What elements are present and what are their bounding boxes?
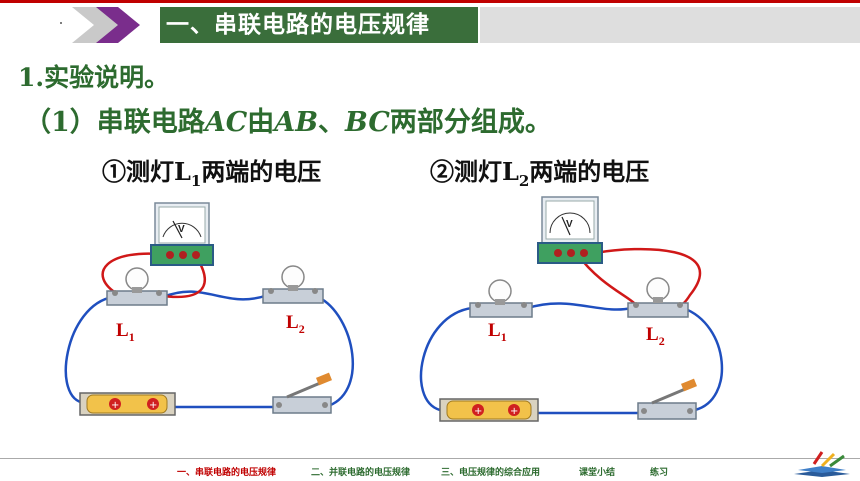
caption-l2-prefix: ②测灯L (430, 157, 519, 186)
label-left-l1: L1 (116, 320, 135, 344)
svg-text:+: + (474, 406, 482, 417)
nav-item-series-voltage[interactable]: 一、串联电路的电压规律 (177, 468, 277, 478)
caption-l1-prefix: ①测灯L (102, 157, 191, 186)
subsection-heading: 1.实验说明。 (18, 63, 170, 92)
circuit-diagram-l2: V + + (419, 196, 724, 422)
svg-text:+: + (111, 400, 119, 411)
nav-item-summary[interactable]: 课堂小结 (579, 468, 616, 478)
bottom-navigation: 一、串联电路的电压规律 二、并联电路的电压规律 三、电压规律的综合应用 课堂小结… (0, 465, 860, 479)
caption-measure-l1: ①测灯L1两端的电压 (102, 152, 321, 190)
svg-text:+: + (510, 406, 518, 417)
battery-icon: + + (439, 398, 539, 422)
desc-prefix: （1）串联电路 (24, 107, 205, 138)
svg-text:+: + (149, 400, 157, 411)
header-dot (60, 22, 62, 24)
lamp-l2-icon (262, 265, 324, 304)
caption-l1-suffix: 两端的电压 (201, 157, 322, 186)
label-right-l2: L2 (646, 324, 665, 348)
book-logo-icon (794, 451, 850, 477)
top-accent-line (0, 0, 860, 3)
voltmeter-icon: V (150, 202, 214, 266)
voltmeter-icon: V (537, 196, 603, 264)
desc-ab: AB (274, 107, 319, 138)
battery-icon: + + (79, 392, 176, 416)
caption-measure-l2: ②测灯L2两端的电压 (430, 152, 649, 190)
nav-item-parallel-voltage[interactable]: 二、并联电路的电压规律 (311, 468, 411, 478)
chevron-arrow-icon (72, 7, 140, 43)
circuit-diagram-l1: V + + (64, 202, 355, 416)
lamp-l1-icon (469, 279, 533, 318)
switch-icon (637, 378, 697, 420)
title-bar-extension (480, 7, 860, 43)
experiment-description: （1）串联电路AC由AB、BC两部分组成。 (24, 100, 552, 139)
desc-mid: 由 (247, 107, 275, 138)
nav-item-practice[interactable]: 练习 (650, 468, 669, 478)
desc-sep: 、 (318, 107, 346, 138)
label-right-l1: L1 (488, 320, 507, 344)
footer-divider (0, 458, 860, 459)
svg-text:V: V (566, 219, 573, 230)
svg-text:V: V (178, 224, 185, 235)
label-left-l2: L2 (286, 312, 305, 336)
desc-suffix: 两部分组成。 (389, 107, 552, 138)
caption-l1-sub: 1 (190, 171, 202, 190)
desc-ac: AC (204, 107, 248, 138)
caption-l2-suffix: 两端的电压 (529, 157, 650, 186)
switch-icon (272, 372, 332, 414)
section-title: 一、串联电路的电压规律 (160, 7, 478, 43)
caption-l2-sub: 2 (518, 171, 530, 190)
lamp-l1-icon (106, 267, 168, 306)
nav-item-comprehensive[interactable]: 三、电压规律的综合应用 (441, 468, 541, 478)
lamp-l2-icon (627, 277, 689, 318)
desc-bc: BC (345, 107, 390, 138)
